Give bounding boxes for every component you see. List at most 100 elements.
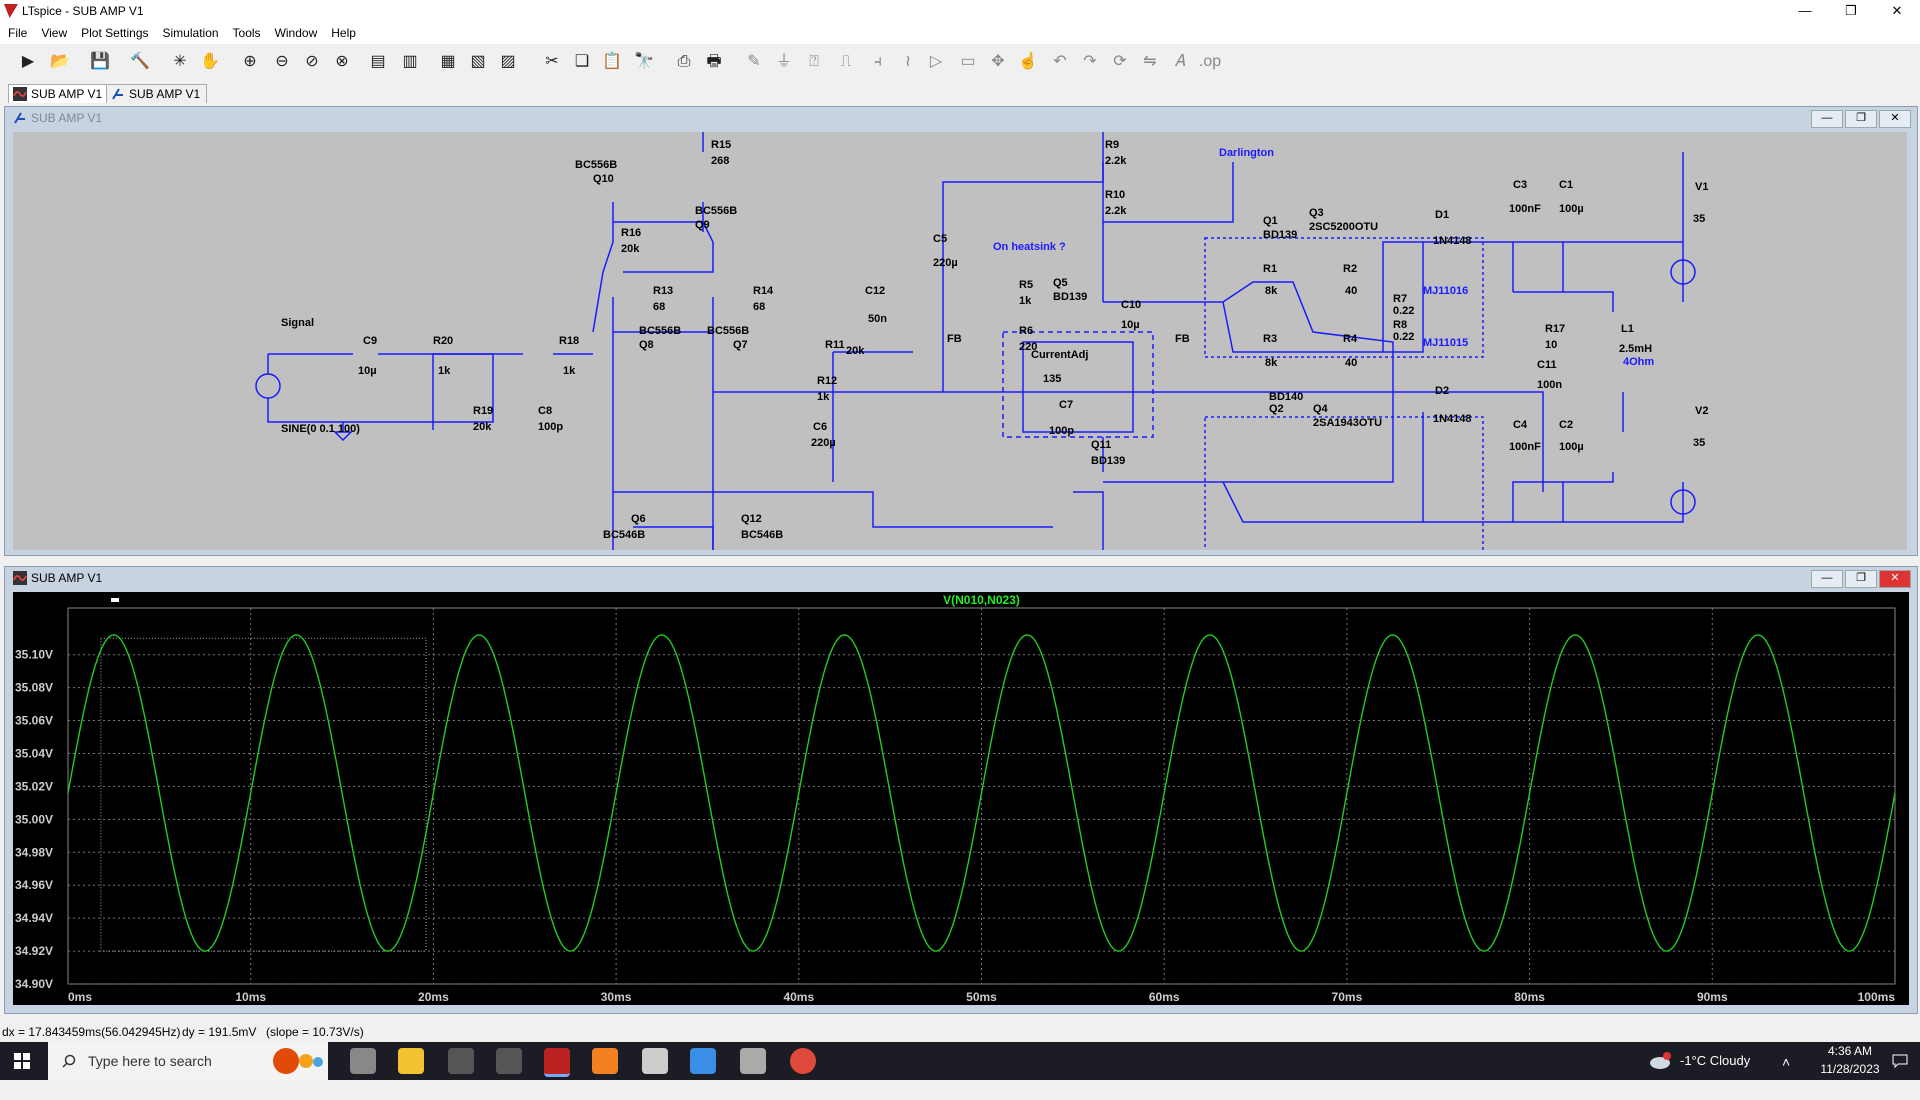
zoom-back-icon[interactable]: ⊘ — [305, 53, 319, 70]
menu-view[interactable]: View — [41, 26, 68, 40]
v2-label: V2 — [1695, 405, 1708, 417]
zoom-cancel-icon[interactable]: ⊗ — [335, 53, 349, 70]
open-icon[interactable]: 📂 — [50, 53, 70, 70]
ground-icon[interactable]: ⏚ — [775, 53, 792, 70]
schematic-close-button[interactable]: ✕ — [1879, 110, 1911, 128]
window-title: LTspice - SUB AMP V1 — [22, 4, 144, 18]
find-icon[interactable]: 🔭 — [634, 53, 654, 70]
waveform-minimize-button[interactable]: — — [1811, 570, 1843, 588]
r5-label: R5 — [1019, 279, 1033, 291]
autorange-icon[interactable]: ▤ — [370, 53, 386, 70]
capacitor-icon[interactable]: ⫞ — [873, 53, 882, 70]
r7-label: R7 — [1393, 293, 1407, 305]
move-icon[interactable]: ✥ — [991, 53, 1005, 70]
notification-icon[interactable] — [1892, 1053, 1908, 1069]
diode-icon[interactable]: ▷ — [929, 53, 943, 70]
app-icon[interactable] — [642, 1048, 668, 1074]
chrome-icon[interactable] — [790, 1048, 816, 1074]
drive-icon[interactable] — [740, 1048, 766, 1074]
task-view-icon[interactable] — [350, 1048, 376, 1074]
schematic-drawing: Signal SINE(0 0.1 100) C9 10µ R20 1k R18… — [255, 132, 1708, 550]
search-icon — [62, 1054, 76, 1068]
rotate-icon[interactable]: ⟳ — [1113, 53, 1127, 70]
schematic-restore-button[interactable]: ❐ — [1845, 110, 1877, 128]
resistor-icon[interactable]: ⎍ — [840, 53, 852, 70]
r11-label: R11 — [825, 339, 845, 351]
cut-icon[interactable]: ✂ — [545, 53, 559, 70]
text-icon[interactable]: 𝐴 — [1174, 53, 1186, 70]
q12-label: Q12 — [741, 513, 762, 525]
waveform-close-button[interactable]: ✕ — [1879, 570, 1911, 588]
zoom-out-icon[interactable]: ⊖ — [275, 53, 289, 70]
c9-label: C9 — [363, 335, 377, 347]
menu-file[interactable]: File — [8, 26, 28, 40]
close-button[interactable]: ✕ — [1891, 3, 1903, 18]
taskbar-search[interactable]: Type here to search — [48, 1042, 328, 1080]
wire-icon[interactable]: ✎ — [747, 53, 761, 70]
menu-tools[interactable]: Tools — [232, 26, 261, 40]
y-tick-label: 35.06V — [15, 714, 53, 728]
inductor-icon[interactable]: ≀ — [905, 53, 911, 70]
q3-type: 2SC5200OTU — [1309, 221, 1378, 233]
vlc-icon[interactable] — [592, 1048, 618, 1074]
r4-value: 40 — [1345, 357, 1357, 369]
c10-label: C10 — [1121, 299, 1141, 311]
spice-directive-icon[interactable]: .op — [1198, 53, 1222, 70]
control-panel-icon[interactable]: 🔨 — [130, 53, 150, 70]
title-bar: LTspice - SUB AMP V1 — ❐ ✕ — [0, 0, 1920, 24]
minimize-button[interactable]: — — [1798, 3, 1812, 18]
clock-date[interactable]: 11/28/2023 — [1820, 1062, 1880, 1076]
weather-cloud-icon[interactable] — [1648, 1052, 1672, 1070]
r7-value: 0.22 — [1393, 305, 1414, 317]
label-icon[interactable]: ⍰ — [809, 53, 819, 70]
cloud-app-icon[interactable] — [690, 1048, 716, 1074]
r19-value: 20k — [473, 421, 492, 433]
undo-icon[interactable]: ↶ — [1053, 53, 1067, 70]
print-icon[interactable]: 🖶 — [706, 53, 722, 70]
y-tick-label: 34.96V — [15, 878, 53, 892]
paste-icon[interactable]: 📋 — [602, 53, 622, 70]
c5-label: C5 — [933, 233, 947, 245]
pan-icon[interactable]: ✋ — [200, 53, 220, 70]
security-icon[interactable] — [448, 1048, 474, 1074]
menu-plot-settings[interactable]: Plot Settings — [81, 26, 149, 40]
schematic-minimize-button[interactable]: — — [1811, 110, 1843, 128]
redo-icon[interactable]: ↷ — [1083, 53, 1097, 70]
mirror-icon[interactable]: ⇋ — [1143, 53, 1157, 70]
y-tick-label: 34.94V — [15, 911, 53, 925]
tile-vertical-icon[interactable]: ▨ — [500, 53, 516, 70]
x-tick-label: 100ms — [1858, 990, 1896, 1004]
schematic-canvas[interactable]: Signal SINE(0 0.1 100) C9 10µ R20 1k R18… — [13, 132, 1907, 550]
cascade-icon[interactable]: ▧ — [470, 53, 486, 70]
save-icon[interactable]: 💾 — [90, 53, 110, 70]
file-explorer-icon[interactable] — [398, 1048, 424, 1074]
menu-window[interactable]: Window — [274, 26, 318, 40]
tab-waveform[interactable]: SUB AMP V1 — [8, 84, 110, 103]
tile-horizontal-icon[interactable]: ▦ — [440, 53, 456, 70]
run-icon[interactable]: ▶ — [21, 53, 35, 70]
zoom-in-icon[interactable]: ⊕ — [243, 53, 257, 70]
print-preview-icon[interactable]: ⎙ — [677, 53, 691, 70]
ltspice-icon[interactable] — [544, 1048, 570, 1077]
clock-time[interactable]: 4:36 AM — [1827, 1044, 1873, 1058]
r15-label: R15 — [711, 139, 731, 151]
waveform-restore-button[interactable]: ❐ — [1845, 570, 1877, 588]
restore-button[interactable]: ❐ — [1845, 3, 1857, 18]
menu-help[interactable]: Help — [331, 26, 356, 40]
r2-value: 40 — [1345, 285, 1357, 297]
heatsink-label: On heatsink ? — [993, 241, 1066, 253]
copy-icon[interactable]: ❏ — [574, 53, 590, 70]
halt-icon[interactable]: ✳ — [173, 53, 187, 70]
windows-start-icon[interactable] — [14, 1053, 30, 1069]
tab-schematic[interactable]: SUB AMP V1 — [106, 84, 208, 103]
c2-label: C2 — [1559, 419, 1573, 431]
component-icon[interactable]: ▭ — [960, 53, 976, 70]
tray-chevron-icon[interactable]: ˄ — [1782, 1054, 1791, 1070]
weather-text[interactable]: -1°C Cloudy — [1680, 1053, 1751, 1068]
manual-limits-icon[interactable]: ▥ — [402, 53, 418, 70]
v1-label: V1 — [1695, 181, 1708, 193]
settings-icon[interactable] — [496, 1048, 522, 1074]
drag-icon[interactable]: ☝ — [1018, 53, 1038, 70]
menu-simulation[interactable]: Simulation — [162, 26, 219, 40]
